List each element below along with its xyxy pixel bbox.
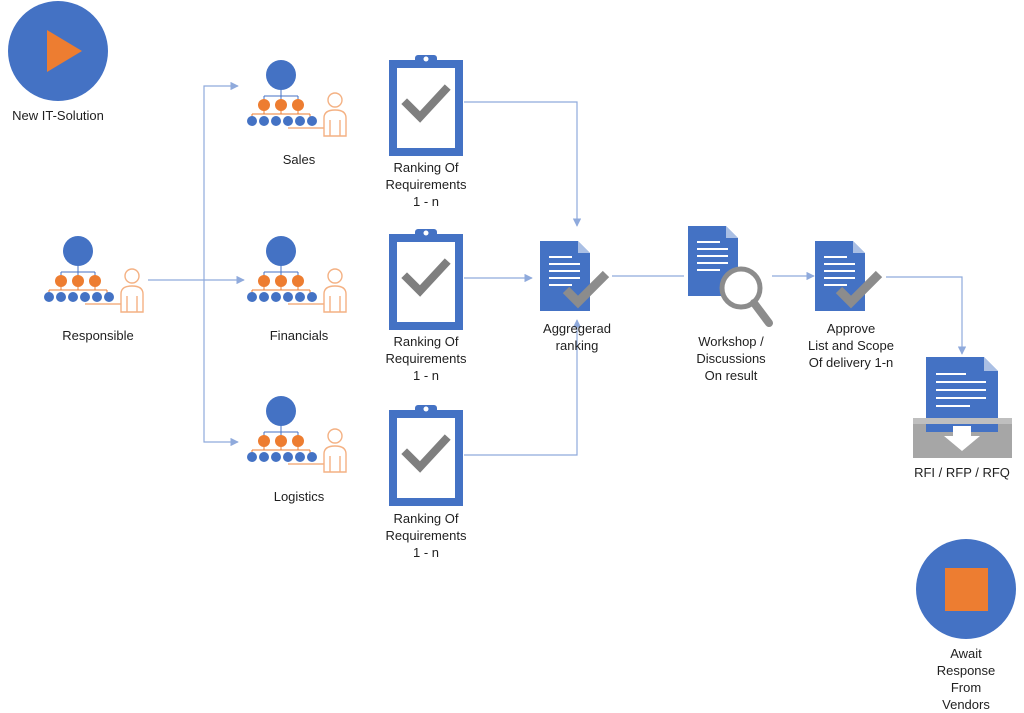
rfx-label: RFI / RFP / RFQ	[914, 465, 1010, 480]
responsible-label: Responsible	[62, 328, 134, 343]
clipboard-check-icon	[389, 229, 463, 330]
org-hierarchy-person-icon	[43, 235, 144, 313]
stop-icon	[945, 568, 988, 611]
approve-label: Approve List and Scope Of delivery 1-n	[807, 321, 895, 370]
connector-lines	[148, 81, 967, 456]
department-label-financials: Financials	[269, 328, 329, 343]
document-inbox-icon	[913, 357, 1012, 458]
document-check-icon	[539, 240, 610, 312]
document-check-icon	[814, 240, 883, 312]
ranking-label-1: Ranking Of Requirements 1 - n	[385, 160, 467, 209]
aggregated-label: Aggregerad ranking	[543, 321, 611, 353]
department-label-logistics: Logistics	[273, 489, 325, 504]
workshop-label: Workshop / Discussions On result	[696, 334, 766, 383]
end-node	[916, 539, 1016, 639]
ranking-label-3: Ranking Of Requirements 1 - n	[385, 511, 467, 560]
play-icon	[47, 30, 82, 72]
clipboard-check-icon	[389, 405, 463, 506]
department-label-sales: Sales	[282, 152, 316, 167]
org-hierarchy-person-icon	[246, 59, 347, 137]
clipboard-check-icon	[389, 55, 463, 156]
start-label: New IT-Solution	[12, 108, 104, 123]
org-hierarchy-person-icon	[246, 395, 347, 473]
org-hierarchy-person-icon	[246, 235, 347, 313]
start-node	[8, 1, 108, 101]
document-search-icon	[687, 225, 773, 327]
process-diagram	[8, 1, 1016, 639]
ranking-label-2: Ranking Of Requirements 1 - n	[385, 334, 467, 383]
end-label: Await Response From Vendors	[936, 646, 996, 712]
